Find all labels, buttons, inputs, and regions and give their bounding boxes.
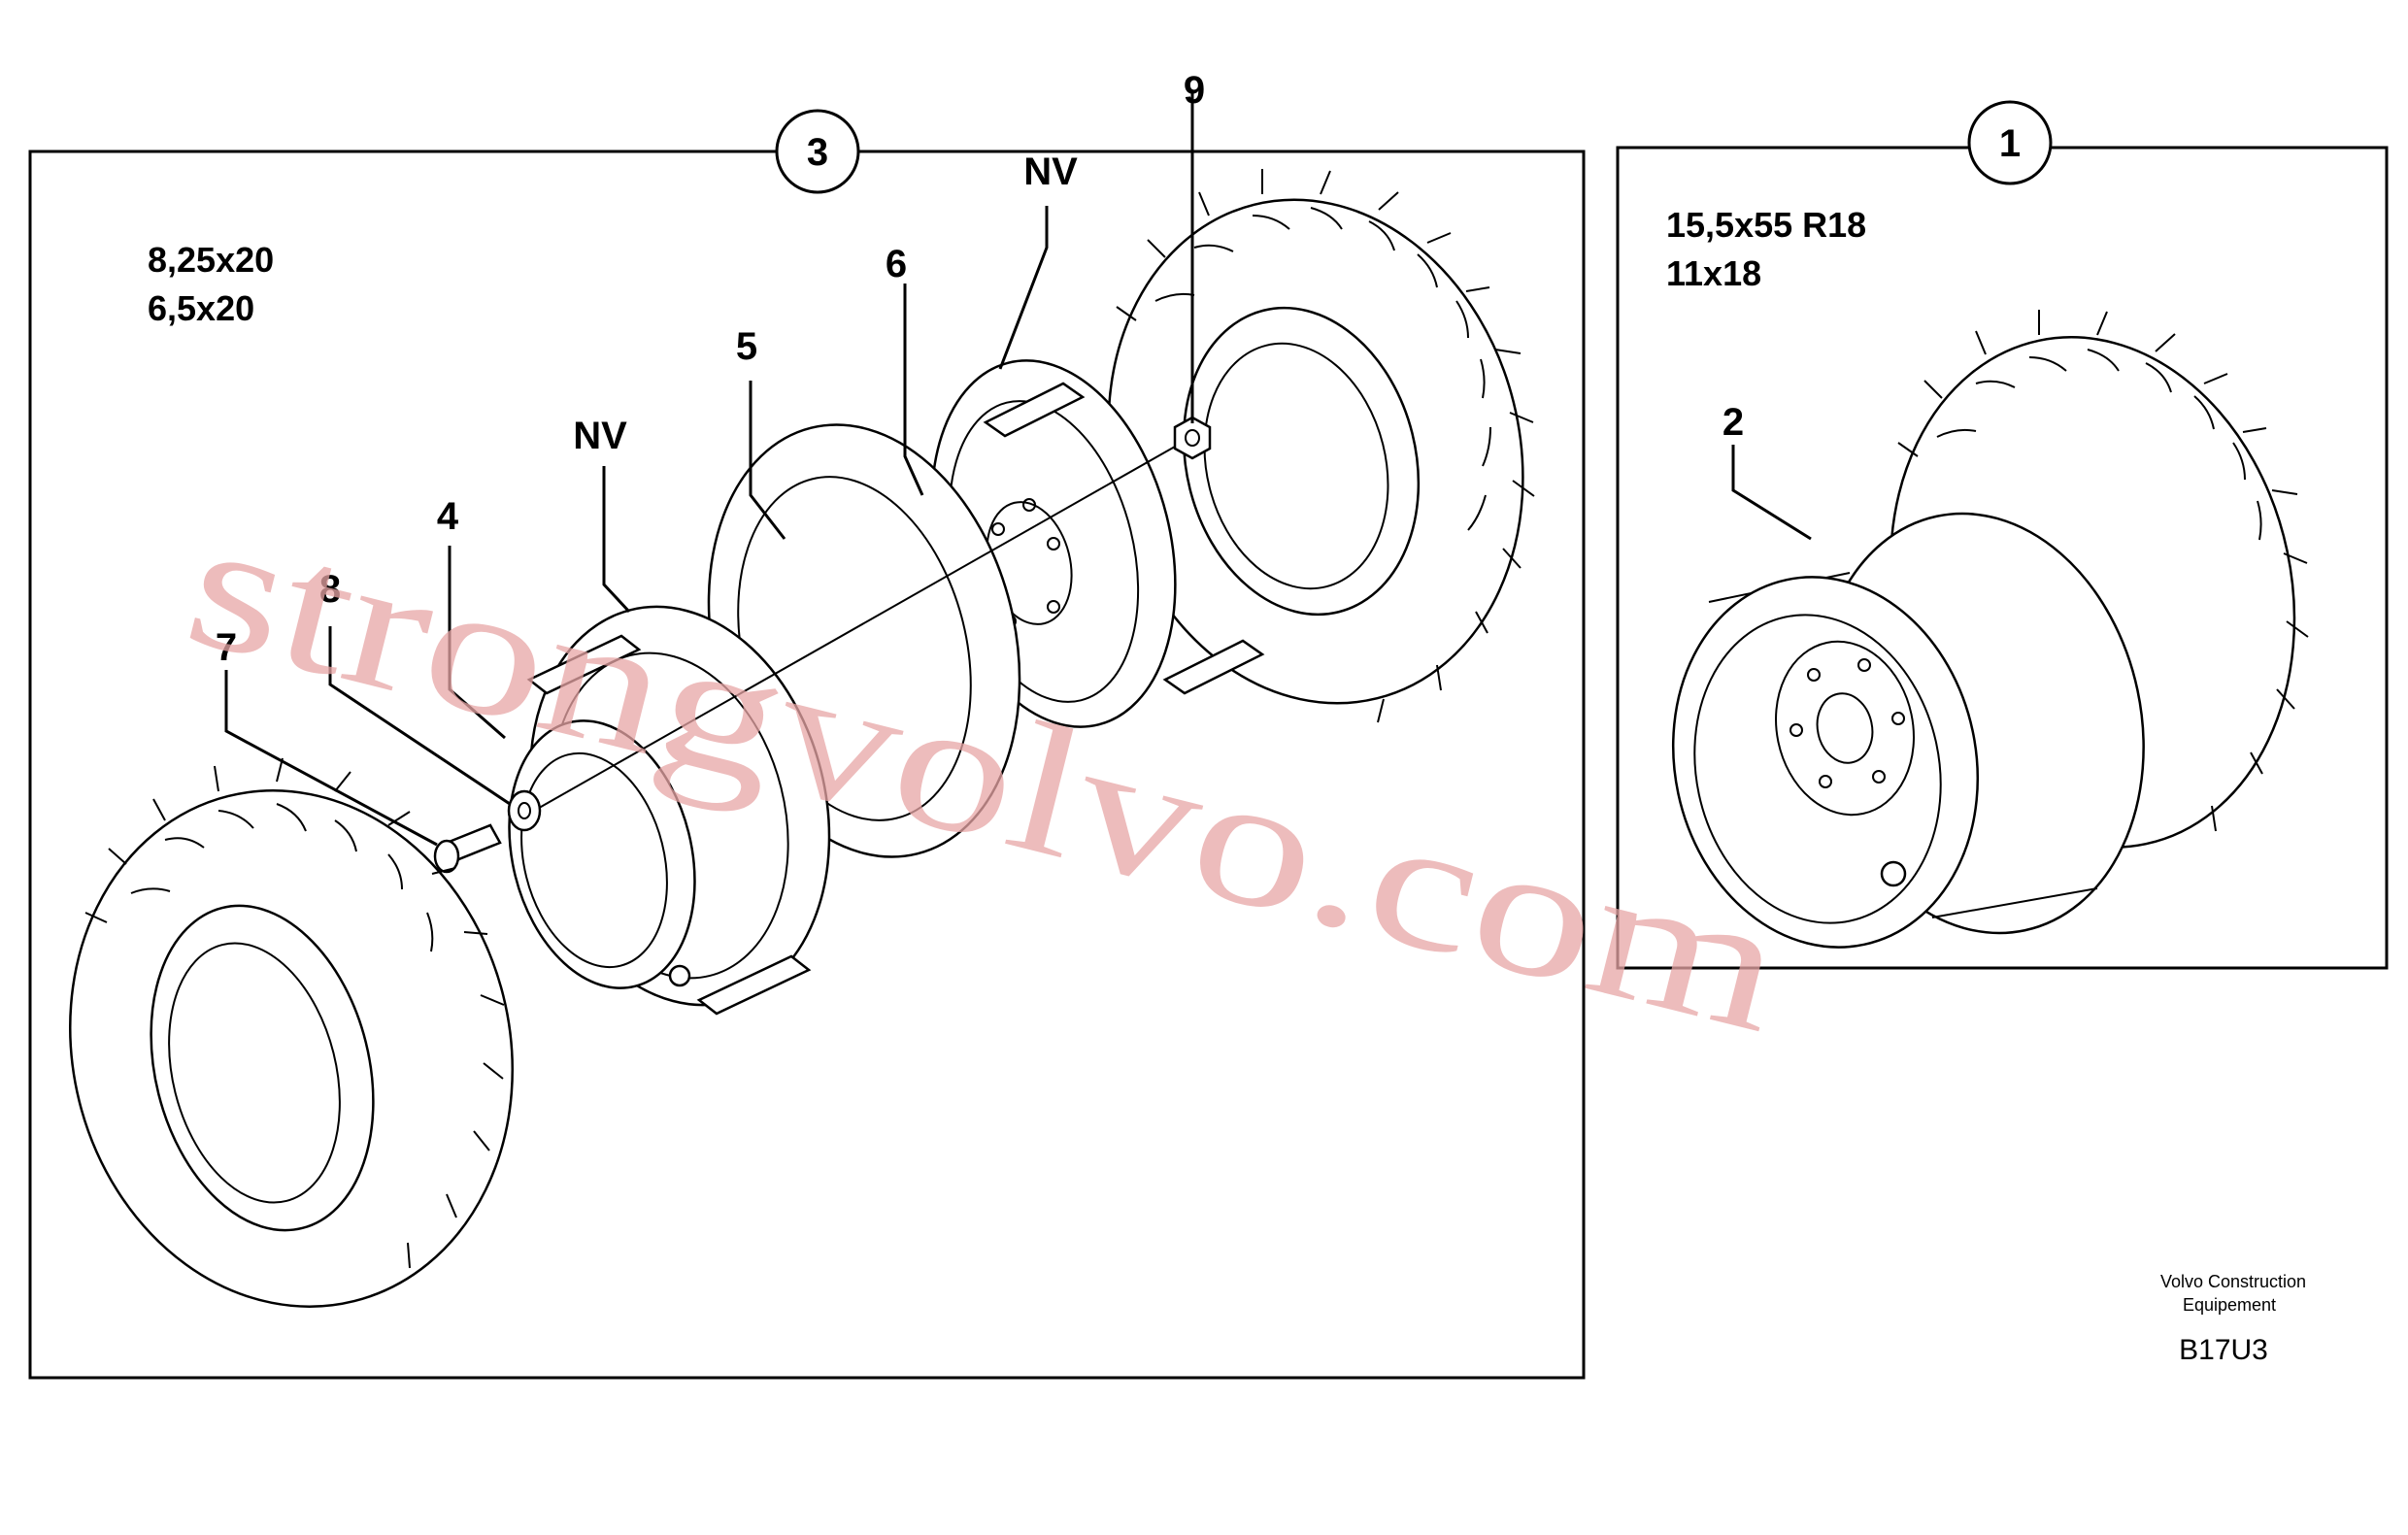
callout-nv-lower: NV — [573, 415, 627, 457]
nut-9-drawing — [1173, 416, 1212, 460]
callout-4: 4 — [437, 495, 459, 538]
washer-8-drawing — [507, 789, 542, 832]
callout-2: 2 — [1722, 401, 1744, 444]
front-tire-drawing — [69, 757, 514, 1308]
footer-company-line-2: Equipement — [2183, 1295, 2276, 1315]
right-rim-2-drawing — [1671, 512, 2145, 949]
view-1-spec-line-1: 15,5x55 R18 — [1666, 205, 1866, 245]
leader-line-2 — [1731, 445, 1812, 541]
leader-lines-view-3 — [224, 92, 1194, 847]
assembly-axis-line — [533, 446, 1176, 812]
view-1-badge: 1 — [1967, 100, 2053, 185]
rim-4-drawing — [508, 605, 831, 1007]
view-3-spec-line-2: 6,5x20 — [148, 288, 254, 328]
callout-7: 7 — [216, 626, 237, 669]
bolt-7-drawing — [433, 823, 502, 874]
callout-8: 8 — [319, 568, 341, 611]
callout-6: 6 — [886, 243, 907, 285]
nv-lower-clip-drawing — [526, 634, 812, 1016]
view-3-badge-number: 3 — [807, 131, 828, 174]
footer-company-line-1: Volvo Construction — [2160, 1272, 2306, 1291]
figure-code: B17U3 — [2179, 1334, 2268, 1366]
callout-5: 5 — [736, 325, 757, 368]
view-1-badge-number: 1 — [1999, 122, 2021, 165]
nv-upper-clip-drawing — [983, 382, 1265, 695]
callout-9: 9 — [1184, 69, 1205, 112]
callout-nv-upper: NV — [1023, 150, 1078, 193]
view-3-badge: 3 — [775, 109, 860, 194]
rear-tire-drawing — [1107, 169, 1535, 723]
view-1-spec-line-2: 11x18 — [1666, 253, 1761, 293]
view-3-spec-line-1: 8,25x20 — [148, 240, 274, 280]
